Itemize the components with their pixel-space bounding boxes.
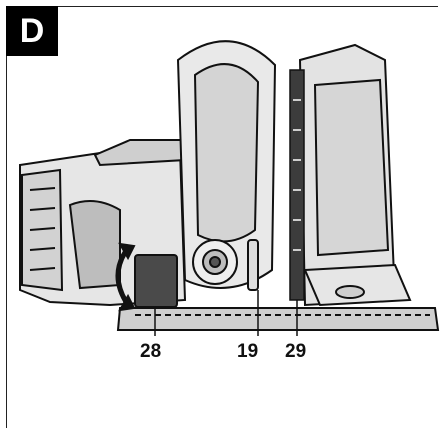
depth-scale <box>289 69 305 301</box>
bevel-knob <box>115 242 178 312</box>
callout-19: 19 <box>237 341 258 362</box>
panel-letter-badge: D <box>6 6 58 56</box>
spindle-knob <box>192 239 259 291</box>
frame-top-border <box>6 6 438 7</box>
leader-lines <box>154 290 298 336</box>
base-plate <box>116 307 440 331</box>
locking-lever <box>303 263 412 307</box>
frame-left-border <box>6 6 7 428</box>
callout-28: 28 <box>140 341 161 362</box>
main-handle <box>176 40 277 289</box>
callout-29: 29 <box>285 341 306 362</box>
